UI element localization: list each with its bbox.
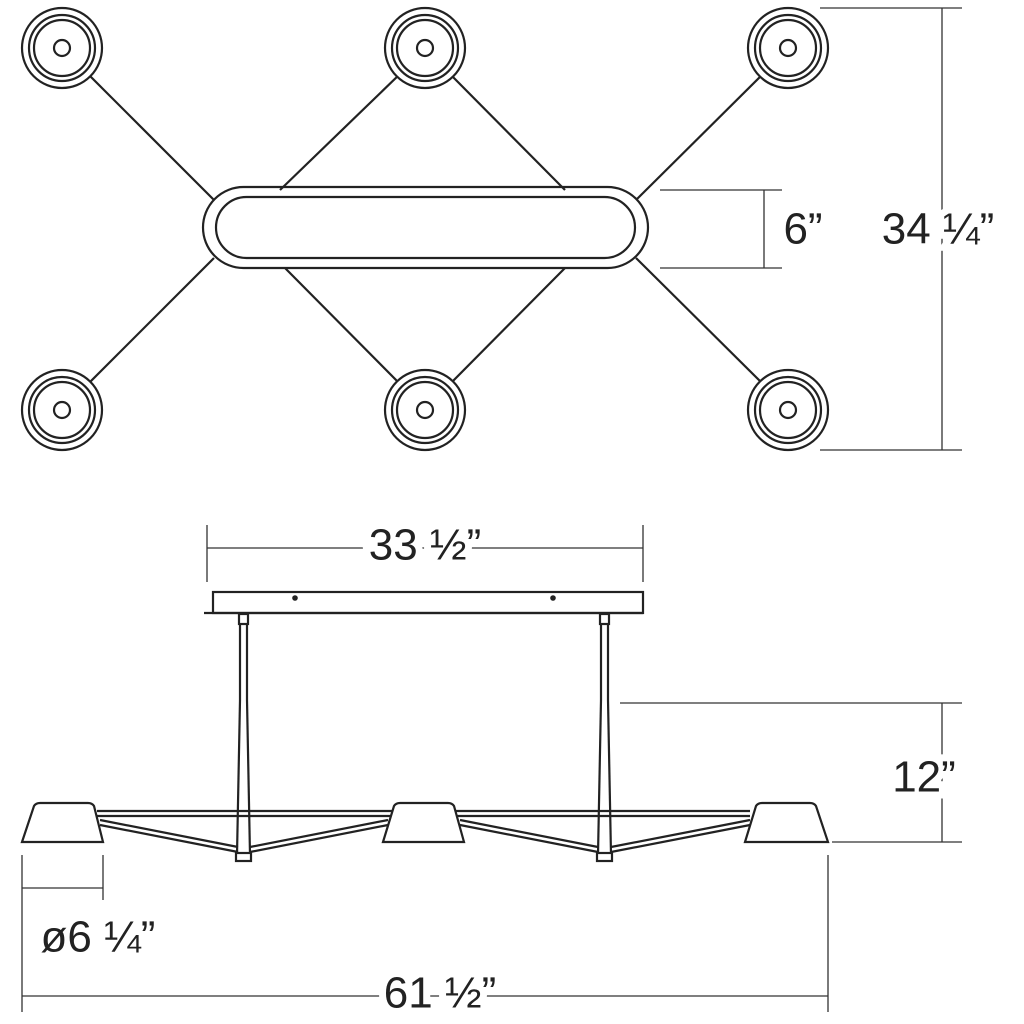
dimension-33in [206, 525, 644, 582]
overall-depth-label: 34 ¼” [882, 205, 995, 254]
overall-width-label: 61 ½” [384, 969, 497, 1018]
side-view: 33 ½” [20, 514, 963, 1024]
canopy-oval [201, 185, 650, 270]
canopy-height-label: 6” [783, 205, 822, 254]
shades-side [20, 801, 830, 844]
shades-top [20, 6, 830, 452]
dimension-34in [820, 7, 962, 451]
arms [85, 71, 766, 387]
shade-diameter-label: ø6 ¼” [41, 913, 156, 962]
drop-height-label: 12” [892, 753, 956, 802]
dimension-6in [660, 189, 782, 269]
canopy-width-label: 33 ½” [369, 521, 482, 570]
shade-top-icon [383, 368, 467, 452]
top-view: 6” 34 ¼” [20, 6, 1001, 452]
shade-top-icon [20, 368, 104, 452]
dimension-shade [21, 855, 104, 900]
dimension-12in [620, 702, 962, 843]
dimension-61in [21, 855, 829, 1012]
rods [234, 612, 614, 863]
shade-top-icon [746, 6, 830, 90]
shade-top-icon [746, 368, 830, 452]
canopy [204, 590, 645, 615]
shade-top-icon [383, 6, 467, 90]
shade-top-icon [20, 6, 104, 90]
